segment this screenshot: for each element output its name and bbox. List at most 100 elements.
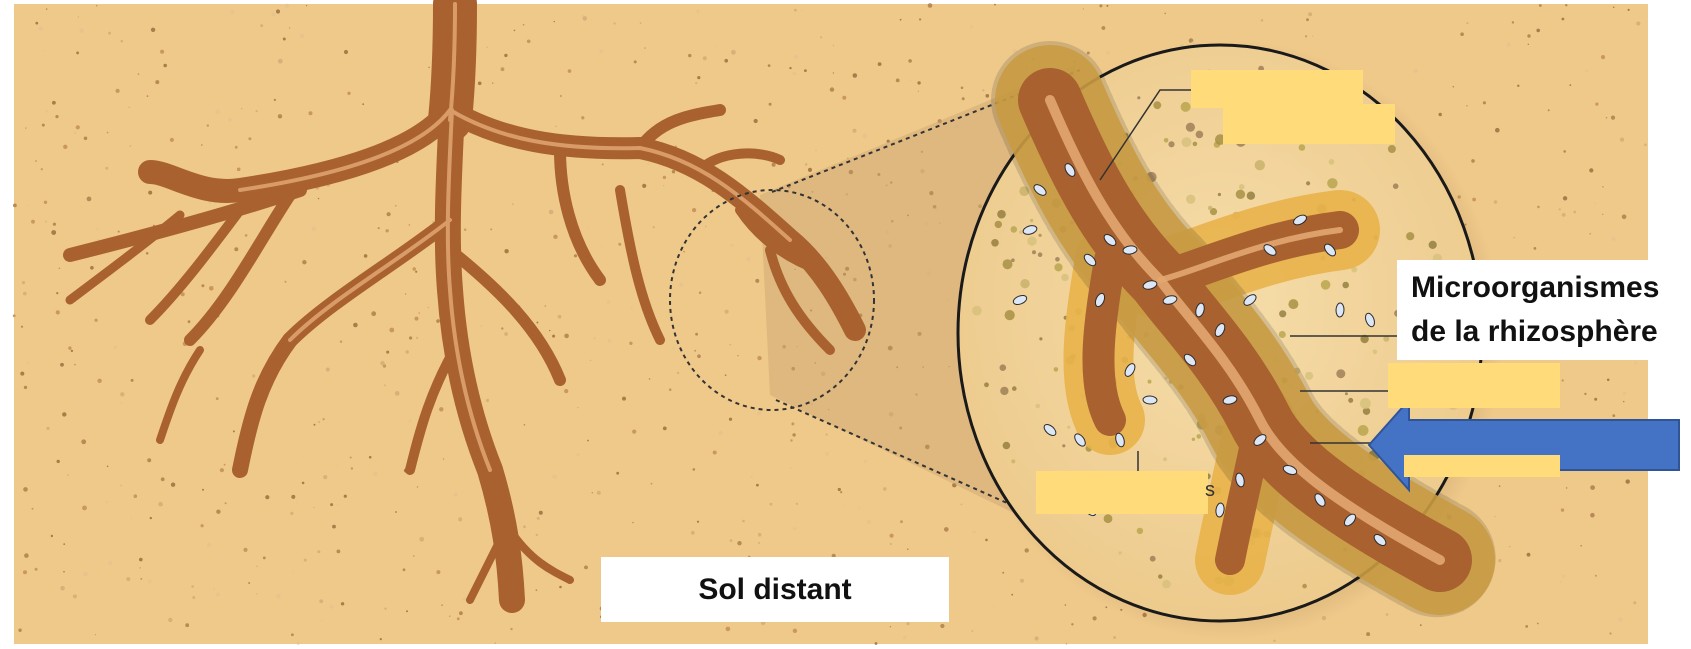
soil-speck <box>944 527 949 532</box>
soil-speck <box>464 229 466 231</box>
soil-speck <box>278 59 283 64</box>
soil-speck <box>417 486 419 488</box>
soil-speck <box>1562 18 1565 21</box>
soil-speck <box>116 89 120 93</box>
soil-speck <box>1590 485 1595 490</box>
soil-speck <box>1035 636 1039 640</box>
soil-speck <box>919 18 921 20</box>
soil-speck <box>62 412 66 416</box>
soil-speck <box>672 347 675 350</box>
soil-speck <box>57 460 60 463</box>
soil-particle <box>1003 442 1011 450</box>
soil-particle <box>1035 404 1040 409</box>
soil-speck <box>696 10 699 13</box>
soil-speck <box>527 40 531 44</box>
soil-speck <box>616 472 619 475</box>
soil-particle <box>1055 257 1060 262</box>
soil-speck <box>1471 159 1475 163</box>
soil-speck <box>695 333 698 336</box>
soil-speck <box>416 337 418 339</box>
soil-speck <box>463 598 466 601</box>
soil-speck <box>380 361 384 365</box>
soil-speck <box>1565 4 1567 6</box>
soil-speck <box>256 593 257 594</box>
soil-speck <box>815 150 816 151</box>
soil-speck <box>139 567 140 568</box>
soil-speck <box>577 407 579 409</box>
soil-speck <box>1495 128 1500 133</box>
soil-speck <box>25 127 26 128</box>
soil-speck <box>644 47 646 49</box>
soil-speck <box>1106 5 1108 7</box>
soil-speck <box>555 126 557 128</box>
soil-speck <box>231 10 235 14</box>
soil-speck <box>293 570 295 572</box>
soil-speck <box>1106 51 1110 55</box>
soil-particle <box>1373 350 1378 355</box>
soil-speck <box>592 492 593 493</box>
soil-speck <box>168 618 172 622</box>
soil-speck <box>718 431 723 436</box>
soil-particle <box>991 239 999 247</box>
soil-particle <box>1000 387 1008 395</box>
soil-speck <box>770 503 773 506</box>
soil-particle <box>984 382 989 387</box>
soil-speck <box>564 389 568 393</box>
soil-speck <box>395 511 397 513</box>
soil-speck <box>22 281 25 284</box>
soil-speck <box>568 69 572 73</box>
soil-speck <box>1595 575 1597 577</box>
soil-particle <box>1104 514 1113 523</box>
soil-speck <box>78 16 79 17</box>
soil-speck <box>758 542 759 543</box>
soil-speck <box>380 638 382 640</box>
soil-speck <box>63 571 65 573</box>
soil-speck <box>663 185 664 186</box>
soil-speck <box>263 557 266 560</box>
soil-speck <box>862 134 867 139</box>
soil-speck <box>1563 150 1566 153</box>
soil-speck <box>1065 604 1067 606</box>
soil-speck <box>697 354 701 358</box>
soil-speck <box>326 368 330 372</box>
soil-speck <box>900 19 902 21</box>
soil-speck <box>436 319 440 323</box>
soil-speck <box>300 34 305 39</box>
soil-speck <box>42 124 45 127</box>
soil-speck <box>289 27 290 28</box>
soil-speck <box>318 421 320 423</box>
soil-particle <box>1327 178 1337 188</box>
soil-speck <box>647 163 649 165</box>
soil-speck <box>697 521 699 523</box>
soil-speck <box>755 279 759 283</box>
soil-speck <box>192 596 195 599</box>
soil-speck <box>1560 581 1562 583</box>
soil-speck <box>724 59 728 63</box>
soil-speck <box>1644 144 1647 147</box>
soil-speck <box>146 252 149 255</box>
soil-speck <box>252 374 255 377</box>
soil-speck <box>353 323 358 328</box>
soil-speck <box>1634 361 1637 364</box>
microorganisms-label-line2: de la rhizosphère <box>1411 310 1691 354</box>
soil-speck <box>248 582 250 584</box>
soil-speck <box>501 67 505 71</box>
soil-speck <box>1537 623 1539 625</box>
soil-speck <box>1569 84 1571 86</box>
soil-speck <box>323 418 325 420</box>
soil-speck <box>63 543 65 545</box>
soil-particle <box>1302 584 1307 589</box>
soil-speck <box>804 69 807 72</box>
soil-speck <box>539 511 543 515</box>
soil-speck <box>1386 613 1389 616</box>
soil-particle <box>1358 425 1369 436</box>
soil-particle <box>1393 183 1399 189</box>
soil-speck <box>120 392 124 396</box>
soil-particle <box>1429 241 1437 249</box>
soil-speck <box>362 103 364 105</box>
soil-speck <box>419 537 424 542</box>
soil-speck <box>632 430 636 434</box>
soil-speck <box>74 131 77 134</box>
soil-speck <box>228 118 232 122</box>
soil-speck <box>63 145 67 149</box>
